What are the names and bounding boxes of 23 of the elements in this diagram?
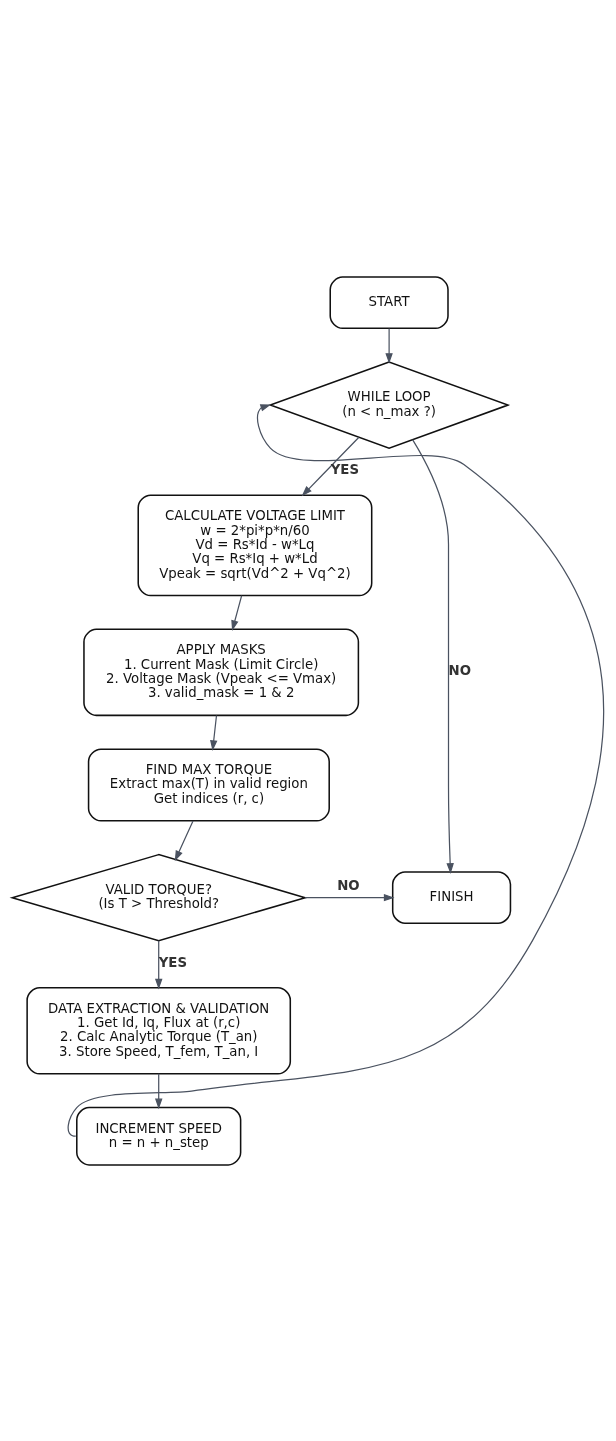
edge-label: NO	[337, 877, 360, 893]
node-box: START	[329, 275, 449, 329]
arrow	[385, 327, 393, 364]
arrow	[174, 819, 194, 861]
edge-label: YES	[330, 461, 360, 477]
node-box: APPLY MASKS 1. Current Mask (Limit Circle) 2. Voltage Mask (Vpeak <= Vmax) 3. valid_mask = 1 & 2	[83, 628, 360, 716]
arrow	[154, 939, 163, 989]
node-box: DATA EXTRACTION & VALIDATION 1. Get Id, Iq, Flux at (r,c) 2. Calc Analytic Torque (T_an) 3. Store Speed, T_fem, T_an, I	[26, 986, 292, 1075]
node-box: INCREMENT SPEED n = n + n_step	[76, 1106, 242, 1166]
arrow	[154, 1072, 163, 1109]
arrow	[67, 403, 605, 1137]
arrow	[210, 714, 218, 751]
node-box: FIND MAX TORQUE Extract max(T) in valid region Get indices (r, c)	[87, 747, 330, 822]
edge-label: YES	[158, 954, 188, 970]
node-box: FINISH	[391, 870, 512, 924]
arrow	[231, 594, 243, 631]
node-diamond: VALID TORQUE? (Is T > Threshold?	[9, 853, 308, 941]
arrow	[411, 438, 454, 874]
arrow	[301, 436, 360, 496]
node-box: CALCULATE VOLTAGE LIMIT w = 2*pi*p*n/60 Vd = Rs*Id - w*Lq Vq = Rs*Iq + w*Ld Vpeak = sqrt(Vd^2 + Vq^2)	[137, 493, 373, 596]
node-diamond: WHILE LOOP (n < n_max ?)	[268, 360, 511, 449]
edge-label: NO	[448, 662, 471, 678]
arrow	[304, 893, 395, 901]
